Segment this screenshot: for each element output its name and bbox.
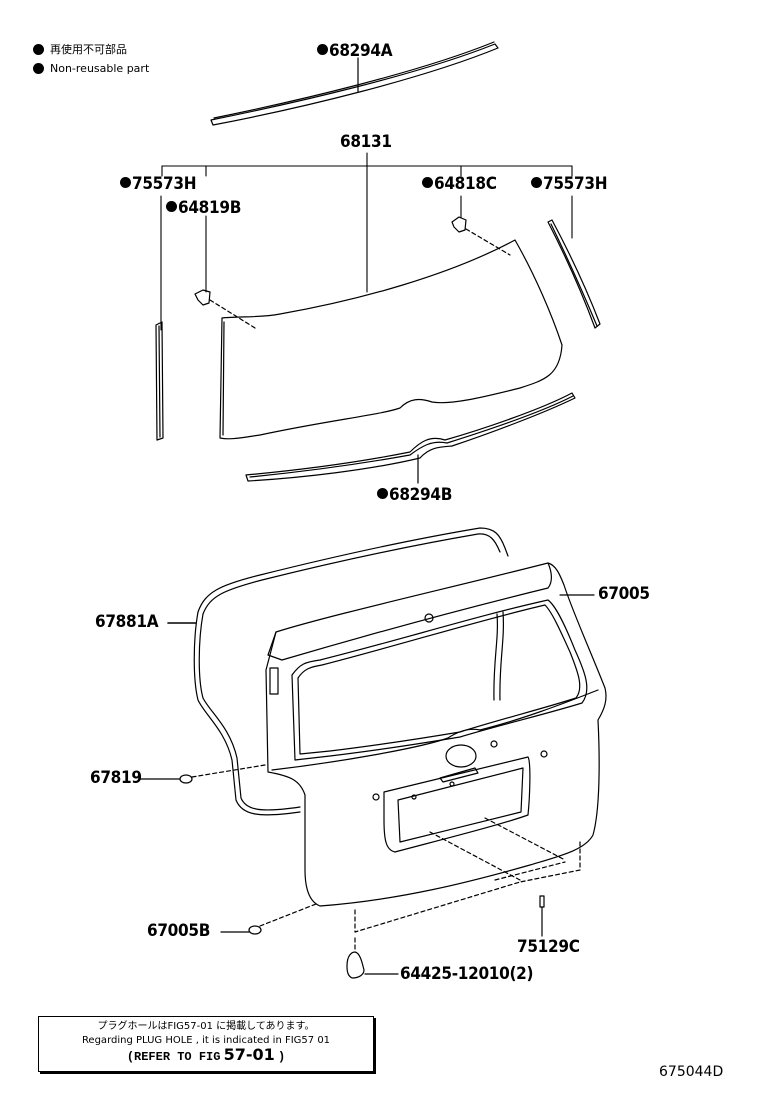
legend-row-jp: 再使用不可部品 [33, 40, 149, 59]
plug-67819 [139, 764, 266, 784]
part-label-64819B[interactable]: 64819B [166, 200, 241, 217]
lower-glass-moulding-68294B [245, 392, 576, 484]
part-label-75129C[interactable]: 75129C [517, 937, 580, 957]
note-refer-fig: 57-01 [223, 1045, 275, 1064]
plug-hole-reference-note: プラグホールはFIG57-01 に掲載してあります。 Regarding PLU… [38, 1016, 374, 1072]
part-label-64425-12010[interactable]: 64425-12010(2) [400, 964, 534, 984]
side-moulding-left-75573H [155, 321, 164, 441]
leader-lines-68131 [160, 152, 573, 331]
legend-text-jp: 再使用不可部品 [50, 43, 127, 56]
part-label-64818C[interactable]: 64818C [422, 176, 497, 193]
part-label-68294B[interactable]: 68294B [377, 487, 452, 504]
non-reusable-dot-icon [166, 201, 177, 212]
note-refer-suffix: ) [277, 1050, 286, 1064]
legend-text-en: Non-reusable part [50, 62, 150, 75]
clip-64818C [451, 216, 511, 256]
back-door-panel-67005 [265, 562, 607, 933]
note-refer-line[interactable]: (REFER TO FIG 57-01 ) [39, 1045, 373, 1065]
non-reusable-dot-icon [377, 488, 388, 499]
stopper-64425-12010 [346, 937, 399, 979]
figure-id: 675044D [659, 1064, 724, 1080]
non-reusable-dot-icon [33, 44, 44, 55]
non-reusable-dot-icon [531, 177, 542, 188]
clip-64819B [194, 289, 256, 329]
non-reusable-dot-icon [120, 177, 131, 188]
part-label-67819[interactable]: 67819 [90, 768, 142, 788]
non-reusable-dot-icon [317, 44, 328, 55]
back-window-glass-68131 [219, 239, 563, 440]
part-label-67881A[interactable]: 67881A [95, 612, 159, 632]
part-label-67005[interactable]: 67005 [598, 584, 650, 604]
plug-67005B [220, 903, 317, 935]
part-label-75573H-left[interactable]: 75573H [120, 176, 197, 193]
note-line-en: Regarding PLUG HOLE , it is indicated in… [81, 1035, 331, 1046]
part-label-67005B[interactable]: 67005B [147, 921, 211, 941]
bumper-75129C [539, 895, 545, 937]
weatherstrip-67881A [167, 527, 509, 816]
note-line-jp: プラグホールはFIG57-01 に掲載してあります。 [97, 1021, 315, 1032]
note-refer-prefix: (REFER TO FIG [126, 1050, 221, 1064]
part-label-75573H-right[interactable]: 75573H [531, 176, 608, 193]
legend: 再使用不可部品 Non-reusable part [33, 40, 149, 78]
legend-row-en: Non-reusable part [33, 59, 149, 78]
upper-glass-moulding-68294A [210, 41, 499, 126]
non-reusable-dot-icon [33, 63, 44, 74]
non-reusable-dot-icon [422, 177, 433, 188]
side-moulding-right-75573H [547, 219, 601, 329]
part-label-68294A[interactable]: 68294A [317, 43, 393, 60]
part-label-68131[interactable]: 68131 [340, 132, 392, 152]
